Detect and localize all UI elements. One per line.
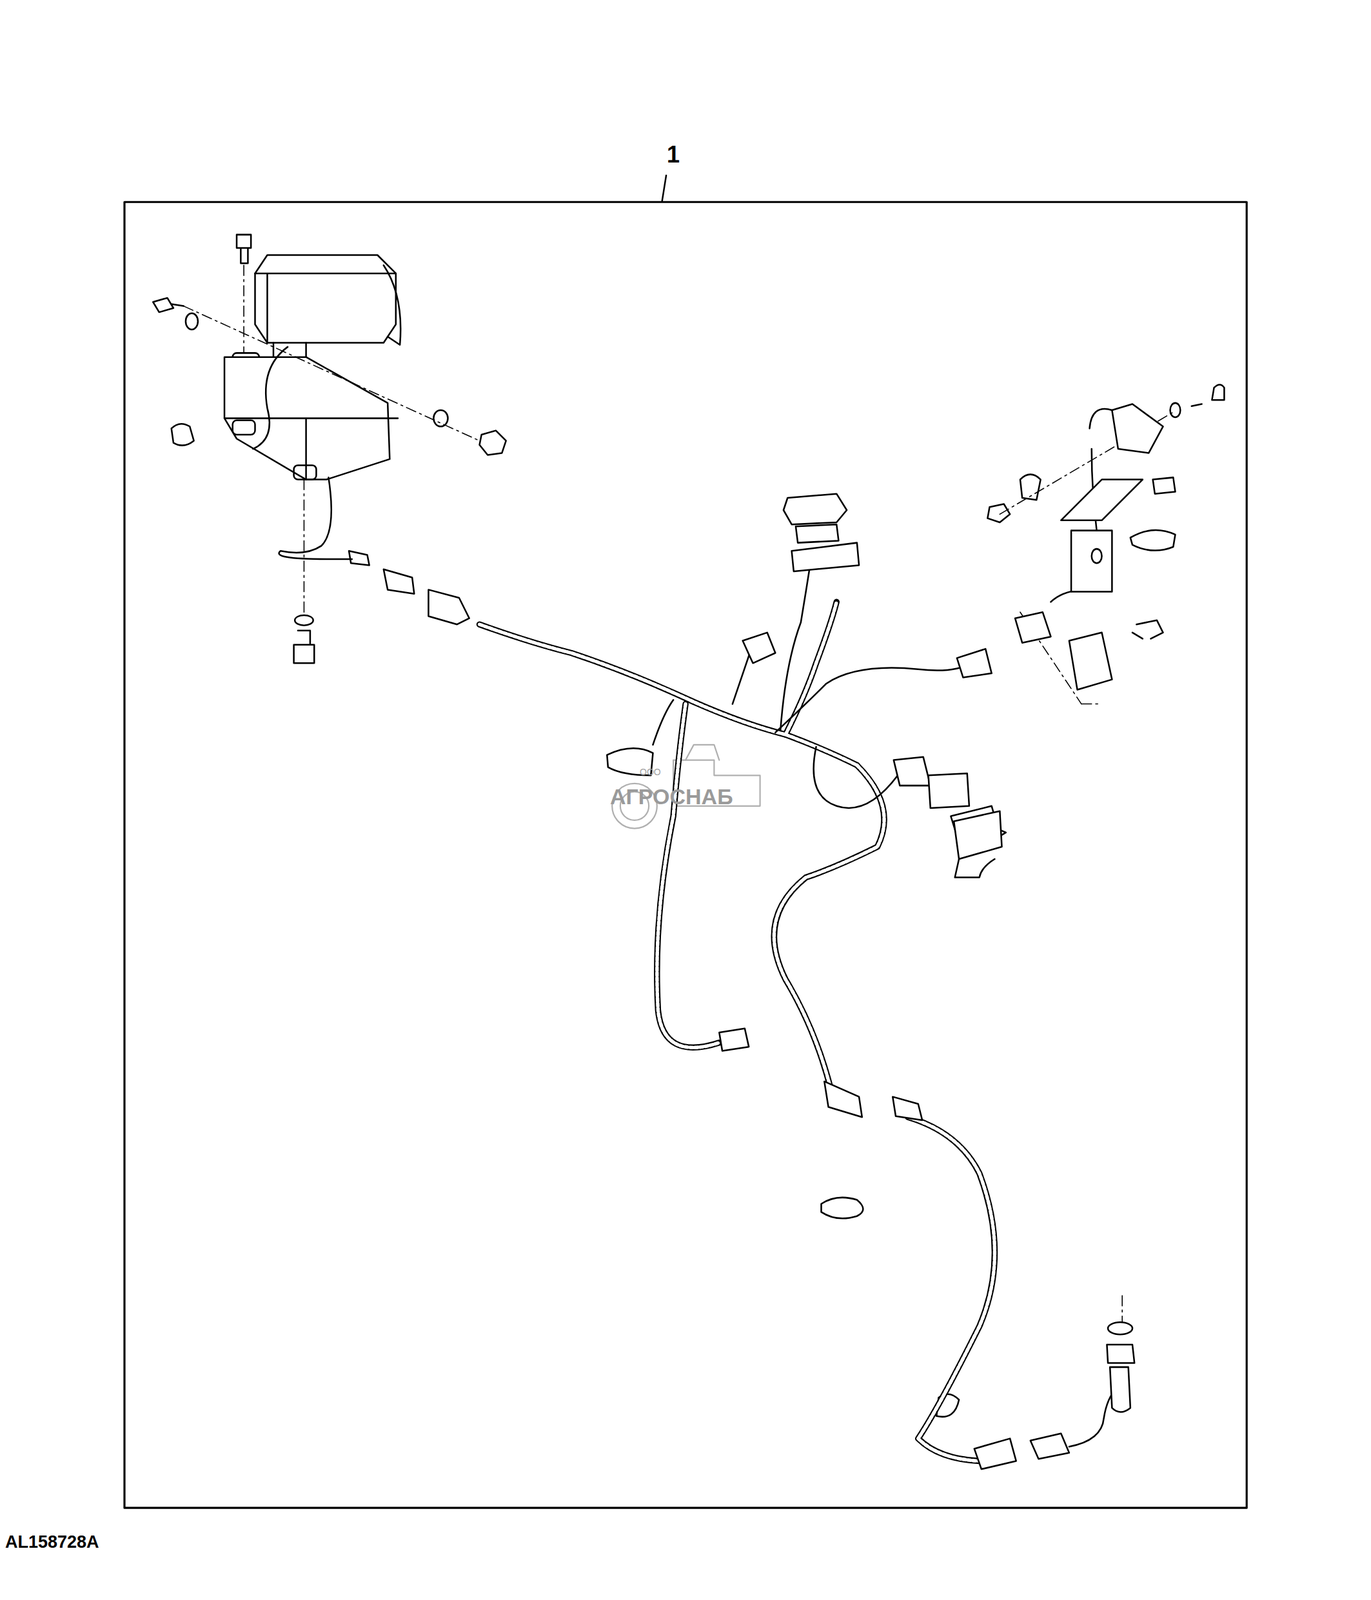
leader-line (662, 175, 667, 202)
figure-id: AL158728A (5, 1533, 100, 1551)
watermark: АГРОСНАБ (610, 785, 734, 808)
fasteners (152, 234, 1224, 1417)
callout-number: 1 (666, 143, 680, 167)
kit-frame (124, 201, 1247, 1508)
assembly-lines (183, 265, 1174, 1322)
watermark: ООО (639, 767, 661, 777)
beacon-light (224, 255, 401, 566)
wiring-harness (383, 403, 1164, 1470)
